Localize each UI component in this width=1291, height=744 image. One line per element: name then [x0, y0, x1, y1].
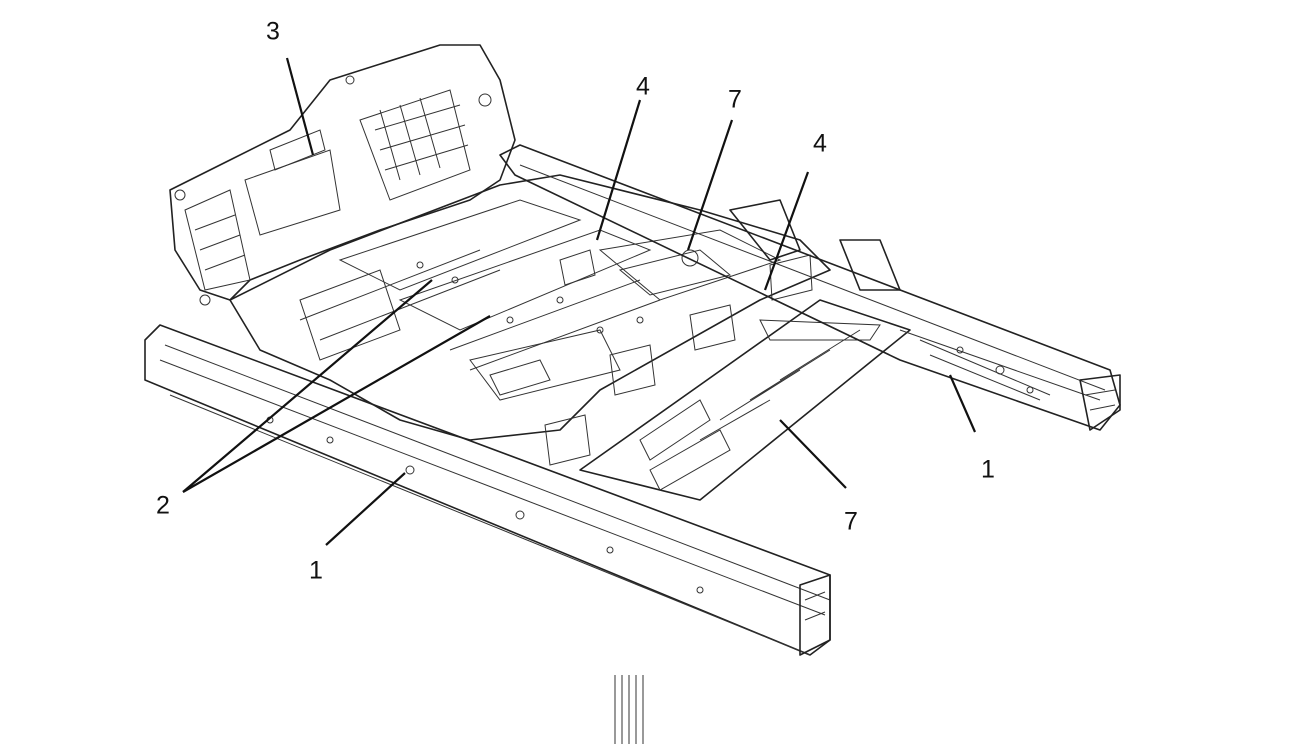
leader-7b: [779, 419, 847, 489]
leader-1b: [948, 374, 977, 433]
leader-3: [285, 57, 315, 156]
callout-7-rear: 7: [844, 508, 858, 536]
leader-4b: [763, 171, 810, 291]
leader-lines: [182, 57, 977, 546]
right-side-sill-rail: [499, 144, 1121, 431]
leader-4a: [595, 99, 642, 241]
front-bulkhead-structure: [169, 44, 516, 306]
callout-1-left: 1: [309, 557, 323, 585]
callout-4-center: 4: [636, 73, 650, 101]
leader-2b: [182, 315, 491, 493]
rear-floor-panel: [579, 299, 911, 501]
callout-1-right: 1: [981, 456, 995, 484]
leader-2a: [182, 279, 433, 493]
leader-7a: [686, 119, 734, 251]
callout-7-center: 7: [728, 86, 742, 114]
callout-labels: 3 4 7 4 2 1 7 1: [156, 18, 995, 585]
leader-1a: [325, 472, 406, 546]
callout-2: 2: [156, 492, 170, 520]
bottom-stem: [614, 675, 644, 744]
callout-3: 3: [266, 18, 280, 46]
left-side-sill-rail: [144, 324, 831, 656]
callout-4-right: 4: [813, 130, 827, 158]
